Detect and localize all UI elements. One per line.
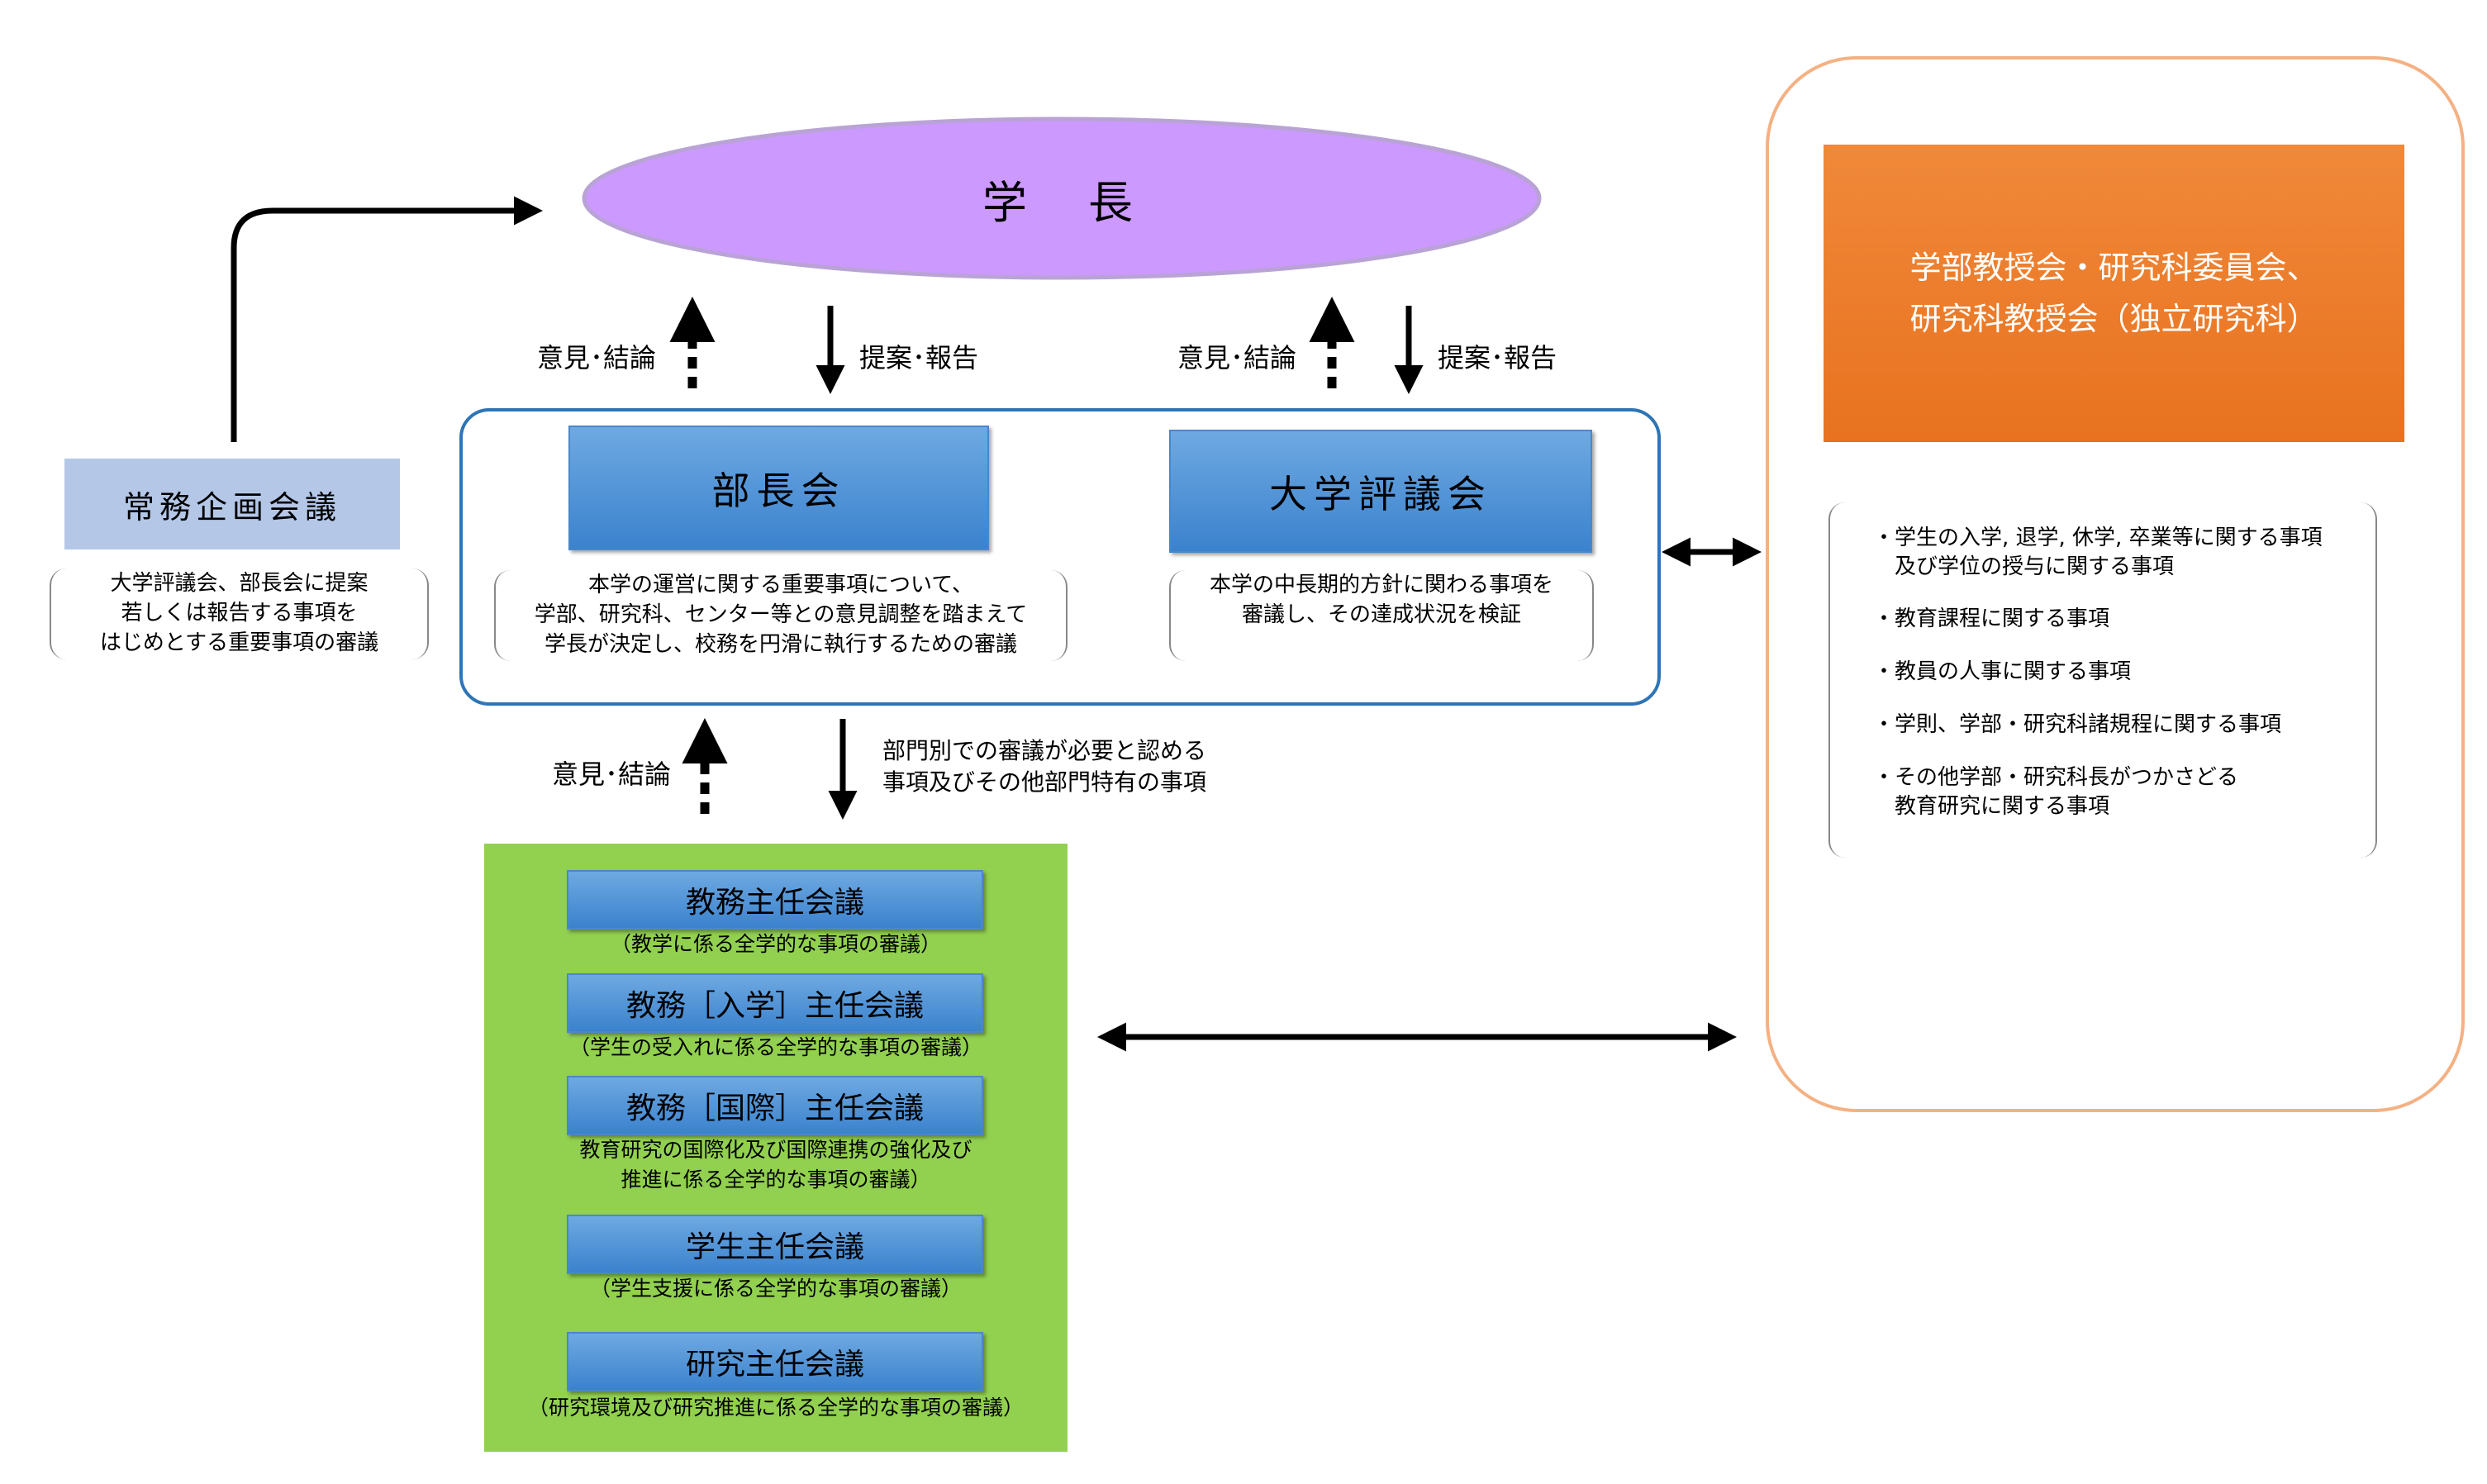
planning-council-box: 常務企画会議 <box>64 459 400 549</box>
faculty-item: ・教育課程に関する事項 <box>1873 605 2109 634</box>
faculty-header: 学部教授会・研究科委員会、 研究科教授会（独立研究科） <box>1824 145 2404 442</box>
committee-international-box: 教務［国際］主任会議 <box>567 1076 983 1135</box>
committee-admission-box: 教務［入学］主任会議 <box>567 973 983 1033</box>
opinion-label-1: 意見･結論 <box>537 342 657 373</box>
committee-student-box: 学生主任会議 <box>567 1215 983 1274</box>
planning-to-president-arrow <box>231 196 543 442</box>
faculty-item-line: ・学生の入学, 退学, 休学, 卒業等に関する事項 <box>1873 526 2323 550</box>
committee-international-desc-line: 教育研究の国際化及び国際連携の強化及び <box>579 1138 972 1162</box>
faculty-item: ・その他学部・研究科長がつかさどる 教育研究に関する事項 <box>1873 763 2238 821</box>
committee-international-desc-line: 推進に係る全学的な事項の審議） <box>621 1168 931 1191</box>
committee-academic-desc: （教学に係る全学的な事項の審議） <box>610 932 941 956</box>
senate-desc-line: 本学の中長期的方針に関わる事項を <box>1209 573 1553 597</box>
planning-desc-line: 若しくは報告する事項を <box>121 601 358 625</box>
senate-box: 大学評議会 <box>1169 430 1592 553</box>
faculty-item: ・教員の人事に関する事項 <box>1873 658 2131 687</box>
faculty-item-line: ・学則、学部・研究科諸規程に関する事項 <box>1873 712 2282 737</box>
proposal-label-2: 提案･報告 <box>1438 342 1557 373</box>
faculty-item: ・学則、学部・研究科諸規程に関する事項 <box>1873 711 2281 740</box>
bucho-desc-line: 学長が決定し、校務を円滑に執行するための審議 <box>544 632 1017 657</box>
bucho-box: 部長会 <box>568 426 989 550</box>
president-ellipse <box>582 117 1542 280</box>
opinion-label-2: 意見･結論 <box>1177 342 1297 373</box>
faculty-item: ・学生の入学, 退学, 休学, 卒業等に関する事項 及び学位の授与に関する事項 <box>1873 524 2323 582</box>
bucho-desc-line: 本学の運営に関する重要事項について、 <box>588 573 973 597</box>
executive-frame <box>459 408 1661 706</box>
committee-admission-desc: （学生の受入れに係る全学的な事項の審議） <box>568 1035 982 1059</box>
bucho-desc: 本学の運営に関する重要事項について、 学部、研究科、センター等との意見調整を踏ま… <box>494 570 1068 661</box>
faculty-item-line: 及び学位の授与に関する事項 <box>1873 554 2175 579</box>
committee-academic-box: 教務主任会議 <box>567 870 983 930</box>
department-note-line: 事項及びその他部門特有の事項 <box>882 768 1207 796</box>
committee-student-desc: （学生支援に係る全学的な事項の審議） <box>589 1277 962 1301</box>
faculty-item-line: 教育研究に関する事項 <box>1873 794 2110 819</box>
department-note: 部門別での審議が必要と認める 事項及びその他部門特有の事項 <box>882 735 1206 798</box>
faculty-item-line: ・その他学部・研究科長がつかさどる <box>1873 765 2239 790</box>
faculty-title-line: 学部教授会・研究科委員会、 <box>1909 250 2318 286</box>
opinion-label-3: 意見･結論 <box>552 759 672 790</box>
proposal-label-1: 提案･報告 <box>859 342 979 373</box>
planning-council-desc: 大学評議会、部長会に提案 若しくは報告する事項を はじめとする重要事項の審議 <box>50 568 429 659</box>
faculty-item-line: ・教育課程に関する事項 <box>1873 606 2110 631</box>
planning-desc-line: はじめとする重要事項の審議 <box>99 630 379 655</box>
faculty-item-line: ・教員の人事に関する事項 <box>1873 659 2132 684</box>
faculty-title-line: 研究科教授会（独立研究科） <box>1909 301 2318 337</box>
department-note-line: 部門別での審議が必要と認める <box>882 737 1207 764</box>
planning-desc-line: 大学評議会、部長会に提案 <box>110 571 369 596</box>
senate-desc-line: 審議し、その達成状況を検証 <box>1241 602 1521 627</box>
president-label: 学 長 <box>982 176 1141 229</box>
faculty-panel <box>1766 56 2465 1112</box>
committee-research-box: 研究主任会議 <box>567 1332 983 1391</box>
senate-desc: 本学の中長期的方針に関わる事項を 審議し、その達成状況を検証 <box>1169 570 1594 661</box>
faculty-items: ・学生の入学, 退学, 休学, 卒業等に関する事項 及び学位の授与に関する事項 … <box>1828 502 2377 858</box>
committee-research-desc: （研究環境及び研究推進に係る全学的な事項の審議） <box>527 1396 1024 1420</box>
bucho-desc-line: 学部、研究科、センター等との意見調整を踏まえて <box>534 602 1028 627</box>
committee-international-desc: 教育研究の国際化及び国際連携の強化及び 推進に係る全学的な事項の審議） <box>484 1135 1068 1195</box>
